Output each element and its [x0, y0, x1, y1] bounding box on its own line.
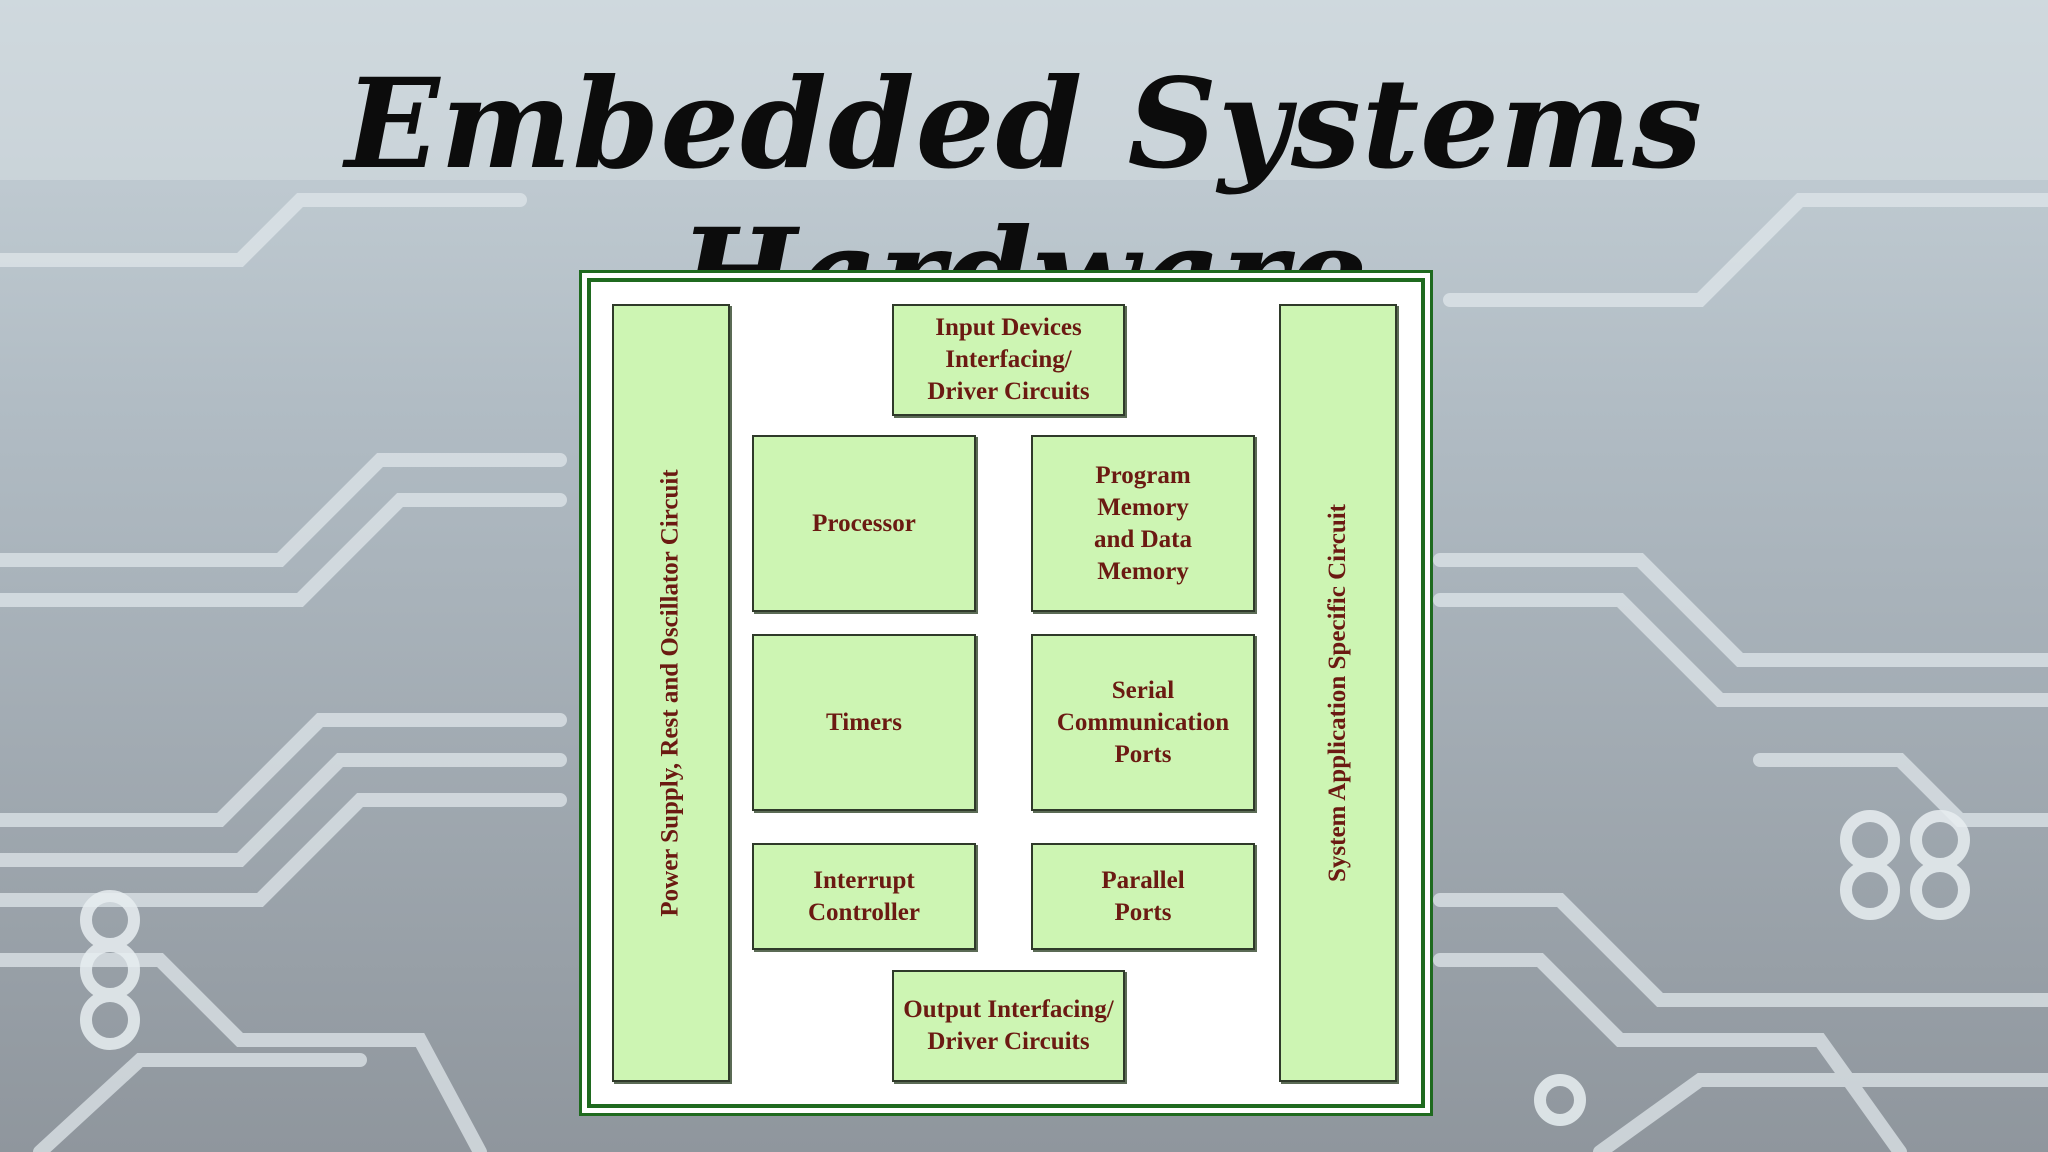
input-devices-block: Input Devices Interfacing/ Driver Circui… — [892, 304, 1125, 416]
system-application-block: System Application Specific Circuit — [1279, 304, 1397, 1082]
interrupt-controller-block: Interrupt Controller — [752, 843, 976, 950]
power-supply-block: Power Supply, Rest and Oscillator Circui… — [612, 304, 730, 1082]
processor-block: Processor — [752, 435, 976, 612]
power-supply-label: Power Supply, Rest and Oscillator Circui… — [657, 469, 685, 917]
timers-block: Timers — [752, 634, 976, 811]
memory-block: Program Memory and Data Memory — [1031, 435, 1255, 612]
parallel-ports-block: Parallel Ports — [1031, 843, 1255, 950]
output-interfacing-block: Output Interfacing/ Driver Circuits — [892, 970, 1125, 1082]
hardware-block-diagram: Power Supply, Rest and Oscillator Circui… — [579, 270, 1433, 1116]
system-application-label: System Application Specific Circuit — [1324, 503, 1352, 883]
serial-ports-block: Serial Communication Ports — [1031, 634, 1255, 811]
